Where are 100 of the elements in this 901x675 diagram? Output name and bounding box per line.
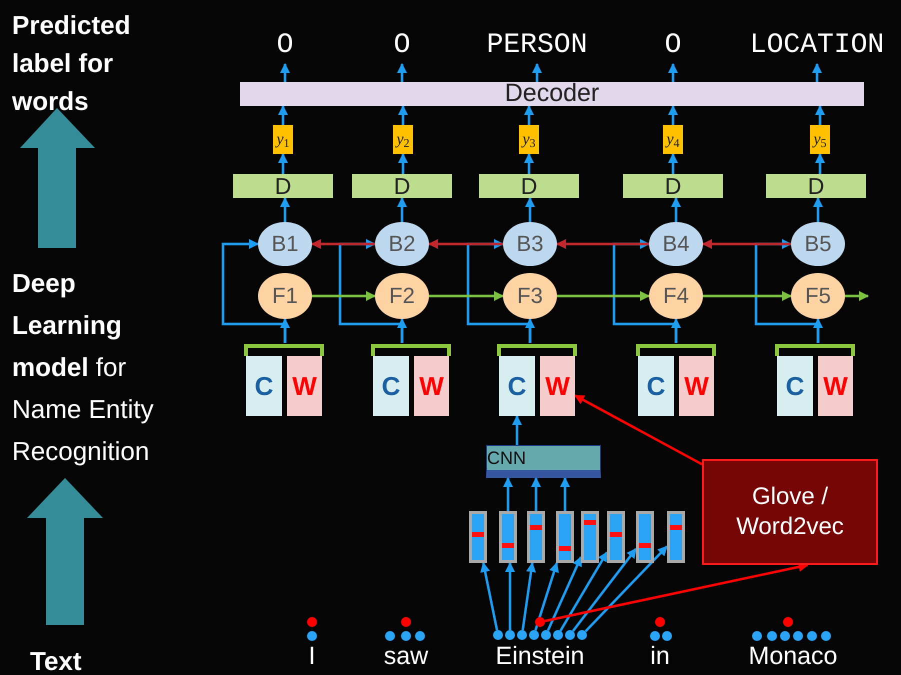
- output-label: LOCATION: [747, 26, 887, 64]
- caption-text: Deep Learning model for Name Entity Recognition: [12, 267, 155, 468]
- input-word: I: [297, 640, 327, 674]
- arrow: [521, 562, 536, 630]
- output-box: y$_{3}$: [519, 125, 539, 154]
- word-embedding-box: W: [679, 356, 714, 416]
- embedding-vector: [527, 511, 545, 563]
- arrow: [557, 291, 650, 301]
- arrow: [280, 197, 290, 222]
- arrow: [505, 562, 515, 630]
- backward-cell: B5: [791, 222, 845, 266]
- word-embedding-box: W: [414, 356, 449, 416]
- arrow: [338, 239, 404, 343]
- output-box: y$_{5}$: [810, 125, 830, 154]
- dense-layer-box: D: [623, 174, 723, 198]
- decoder-bar: Decoder: [240, 82, 864, 106]
- arrow: [668, 105, 678, 125]
- arrow: [815, 105, 825, 125]
- caption-text: Text: [30, 645, 82, 675]
- arrow: [556, 239, 649, 249]
- output-box: y$_{2}$: [393, 125, 413, 154]
- output-label: O: [653, 26, 693, 64]
- arrow: [668, 153, 678, 174]
- arrow: [398, 153, 408, 174]
- char-embedding-box: C: [373, 356, 409, 416]
- word-embedding-box: W: [540, 356, 575, 416]
- arrow: [546, 556, 582, 631]
- arrow: [668, 63, 678, 82]
- arrow: [524, 153, 534, 174]
- dense-layer-box: D: [479, 174, 579, 198]
- arrow: [560, 477, 570, 511]
- char-embedding-box: C: [777, 356, 813, 416]
- backward-cell: B2: [375, 222, 429, 266]
- embedding-vector: [607, 511, 625, 563]
- backward-cell: B4: [649, 222, 703, 266]
- input-word: Einstein: [485, 640, 595, 674]
- arrow: [534, 562, 559, 631]
- dense-layer-box: D: [233, 174, 333, 198]
- cnn-box: CNN: [486, 445, 601, 478]
- input-word: Monaco: [735, 640, 851, 674]
- arrow: [845, 291, 869, 301]
- arrow: [813, 197, 823, 222]
- arrow: [532, 63, 542, 82]
- arrow: [702, 239, 791, 249]
- arrow: [480, 562, 498, 630]
- embedding-source-box: Glove / Word2vec: [702, 459, 878, 565]
- output-label: O: [382, 26, 422, 64]
- arrow: [525, 197, 535, 222]
- arrow: [574, 394, 703, 466]
- arrow: [812, 63, 822, 82]
- char-embedding-box: C: [638, 356, 674, 416]
- dense-layer-box: D: [766, 174, 866, 198]
- forward-cell: F2: [375, 273, 429, 319]
- dense-layer-box: D: [352, 174, 452, 198]
- forward-cell: F5: [791, 273, 845, 319]
- char-embedding-box: C: [246, 356, 282, 416]
- arrow: [278, 105, 288, 125]
- caption-text: Predicted label for words: [12, 9, 132, 118]
- arrow: [572, 548, 637, 632]
- output-box: y$_{4}$: [663, 125, 683, 154]
- arrow: [398, 105, 408, 125]
- arrow: [703, 291, 792, 301]
- arrow: [311, 239, 375, 249]
- arrow: [397, 63, 407, 82]
- arrow: [524, 105, 534, 125]
- arrow: [584, 546, 668, 632]
- embedding-vector: [667, 511, 685, 563]
- output-box: y$_{1}$: [273, 125, 293, 154]
- arrow: [612, 239, 678, 343]
- embedding-vector: [581, 511, 599, 563]
- arrow: [280, 63, 290, 82]
- backward-cell: B3: [503, 222, 557, 266]
- arrow: [531, 477, 541, 511]
- arrow: [312, 291, 376, 301]
- forward-cell: F1: [258, 273, 312, 319]
- arrow: [222, 239, 286, 343]
- embedding-vector: [556, 511, 574, 563]
- arrow: [815, 153, 825, 174]
- arrow: [278, 153, 288, 174]
- arrow: [429, 291, 504, 301]
- embedding-vector: [636, 511, 654, 563]
- arrow: [397, 197, 407, 222]
- arrow: [559, 551, 608, 632]
- input-word: in: [645, 640, 675, 674]
- char-embedding-box: C: [499, 356, 535, 416]
- embedding-vector: [499, 511, 517, 563]
- forward-cell: F4: [649, 273, 703, 319]
- backward-cell: B1: [258, 222, 312, 266]
- output-label: O: [265, 26, 305, 64]
- input-word: saw: [376, 640, 436, 674]
- arrow: [671, 197, 681, 222]
- forward-cell: F3: [503, 273, 557, 319]
- word-embedding-box: W: [818, 356, 853, 416]
- arrow: [466, 239, 532, 343]
- output-label: PERSON: [482, 26, 592, 64]
- arrow: [503, 477, 513, 511]
- arrow: [428, 239, 503, 249]
- embedding-vector: [469, 511, 487, 563]
- word-embedding-box: W: [287, 356, 322, 416]
- arrow: [512, 415, 522, 445]
